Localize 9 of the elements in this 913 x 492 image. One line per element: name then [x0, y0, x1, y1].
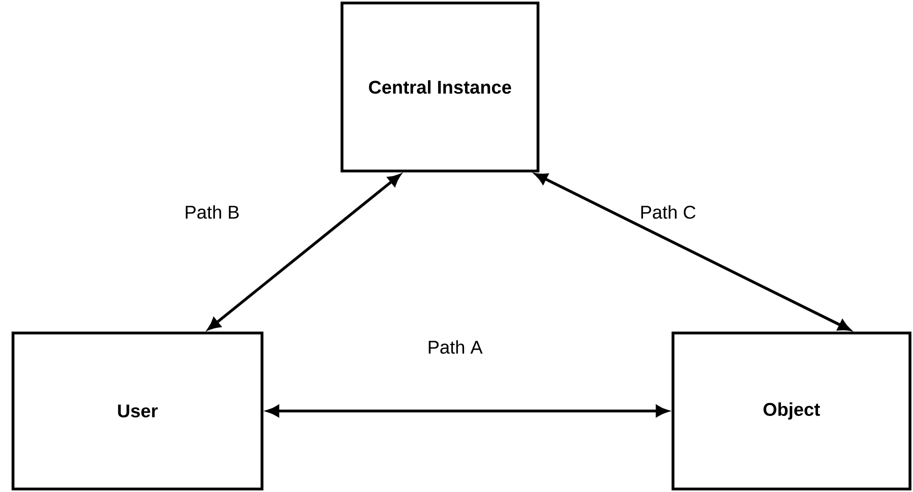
process-box: Object — [672, 332, 912, 490]
arrow — [535, 173, 850, 331]
arrow — [266, 405, 668, 417]
process-box: Central Instance — [340, 2, 540, 172]
process-box: User — [12, 332, 264, 490]
arrow — [208, 174, 401, 330]
edge-label: Path C — [638, 203, 698, 221]
edge-label: Path A — [426, 338, 484, 356]
edge-label: Path B — [182, 203, 242, 221]
